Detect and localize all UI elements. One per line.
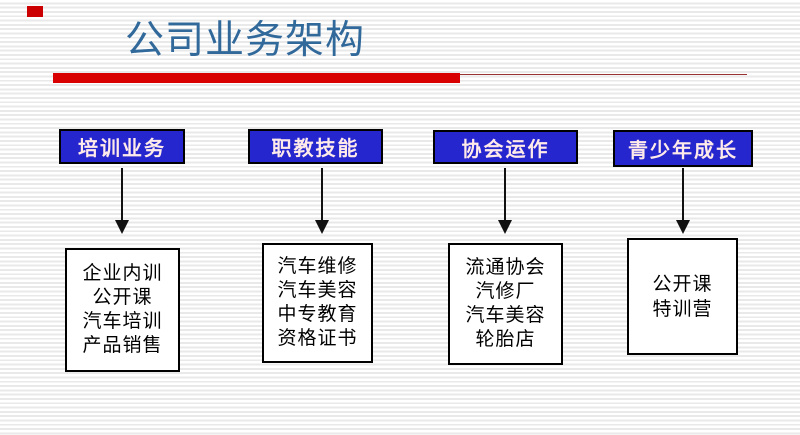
header-label: 培训业务	[78, 138, 166, 160]
content-box-association-operation: 流通协会 汽修厂 汽车美容 轮胎店	[448, 243, 563, 365]
list-item: 汽车美容	[277, 280, 358, 301]
list-item: 汽车美容	[465, 305, 546, 326]
down-arrow-icon	[115, 220, 129, 234]
list-item: 汽车维修	[277, 256, 358, 277]
header-box-youth-growth: 青少年成长	[613, 130, 753, 167]
list-item: 中专教育	[277, 304, 358, 325]
content-box-youth-growth: 公开课 特训营	[627, 238, 738, 355]
header-box-vocational-skills: 职教技能	[248, 129, 383, 164]
content-box-training-business: 企业内训 公开课 汽车培训 产品销售	[65, 248, 180, 372]
header-box-association-operation: 协会运作	[433, 130, 578, 164]
down-arrow-icon	[315, 220, 329, 234]
connector-arrow-shaft	[321, 168, 323, 220]
header-label: 职教技能	[271, 138, 360, 160]
header-label: 协会运作	[461, 138, 550, 161]
list-item: 轮胎店	[475, 329, 536, 350]
list-item: 汽车培训	[82, 311, 163, 332]
header-label: 青少年成长	[628, 140, 738, 162]
corner-accent-square	[27, 6, 43, 17]
connector-arrow-shaft	[504, 168, 506, 220]
list-item: 公开课	[92, 287, 153, 308]
slide-title: 公司业务架构	[125, 19, 366, 62]
list-item: 产品销售	[82, 335, 163, 356]
connector-arrow-shaft	[121, 168, 123, 220]
title-underline-bar	[53, 73, 460, 83]
down-arrow-icon	[676, 220, 690, 234]
list-item: 企业内训	[82, 263, 163, 284]
list-item: 特训营	[652, 298, 713, 320]
title-underline-thin-line	[460, 74, 747, 75]
connector-arrow-shaft	[682, 168, 684, 220]
list-item: 流通协会	[465, 257, 546, 278]
list-item: 汽修厂	[475, 281, 536, 302]
list-item: 资格证书	[277, 328, 358, 349]
list-item: 公开课	[652, 273, 713, 295]
down-arrow-icon	[498, 220, 512, 234]
header-box-training-business: 培训业务	[59, 129, 185, 164]
content-box-vocational-skills: 汽车维修 汽车美容 中专教育 资格证书	[262, 243, 373, 363]
